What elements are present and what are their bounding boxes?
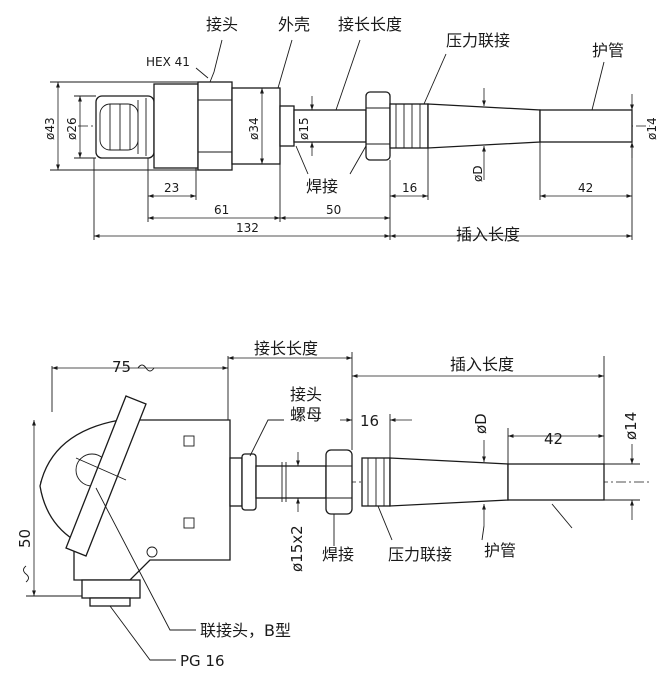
outer-shell [231,87,281,165]
label-pressure-fitting: 压力联接 [446,31,510,50]
neck-collar [229,457,243,507]
label-extension-length-bottom: 接长长度 [254,339,318,358]
label-gland: PG 16 [180,652,225,670]
dim-61: 61 [214,203,229,217]
pg-gland [89,597,131,607]
dim-hex41: HEX 41 [146,55,190,69]
top-view: 接头 外壳 接长长度 压力联接 护管 焊接 插入长度 HEX 41 ø43 ø2… [43,15,659,244]
hex-joint [197,81,233,171]
label-weld-bottom: 焊接 [322,545,354,564]
dim-42: 42 [578,181,593,195]
dim-dD: øD [471,165,485,182]
head-lid [65,395,147,557]
extension-tube [293,109,367,143]
dim-16-bottom: 16 [360,412,379,430]
sheath-tip-bottom [507,463,605,501]
label-pressure-fitting-bottom: 压力联接 [388,545,452,564]
label-weld: 焊接 [306,177,338,196]
label-extension-length: 接长长度 [338,15,402,34]
dim-42-bottom: 42 [544,430,563,448]
dim-16: 16 [402,181,417,195]
weld-nut [325,449,353,515]
dim-50: 50 [326,203,341,217]
label-insertion-length-bottom: 插入长度 [450,355,514,374]
joint-nut [365,91,391,161]
label-insertion-length: 插入长度 [456,225,520,244]
dim-d15: ø15 [297,117,311,140]
dim-d15x2: ø15x2 [288,525,306,572]
break-mark-50 [23,565,29,583]
sheath-tip [539,109,633,143]
label-sheath-bottom: 护管 [484,541,516,560]
dim-d26: ø26 [65,117,79,140]
dim-d43: ø43 [43,117,57,140]
dim-dD-bottom: øD [472,413,490,434]
tapered-sheath-bottom [389,457,509,507]
head-housing [153,83,199,169]
dim-d14-bottom: ø14 [622,412,640,440]
dim-50-bottom: 50 [16,529,34,548]
dim-23: 23 [164,181,179,195]
label-nut-line2: 螺母 [290,405,322,424]
bottom-view: 接长长度 插入长度 接头 螺母 焊接 压力联接 护管 联接头，B型 PG 16 … [16,339,650,670]
extension-tube-bottom [255,465,327,499]
dim-d34: ø34 [247,117,261,140]
label-joint: 接头 [206,15,238,34]
neck [279,105,295,147]
joint-nut-bottom [241,453,257,511]
tapered-sheath [427,103,541,149]
break-mark-75 [137,364,155,372]
label-connector: 联接头，B型 [200,621,291,640]
label-nut-line1: 接头 [290,385,322,404]
dim-75: 75 [112,358,131,376]
dim-d14: ø14 [645,117,659,140]
label-housing: 外壳 [278,15,310,34]
label-sheath: 护管 [592,41,624,60]
dim-132: 132 [236,221,259,235]
connection-head [39,419,231,581]
bottom-connector [81,579,141,599]
